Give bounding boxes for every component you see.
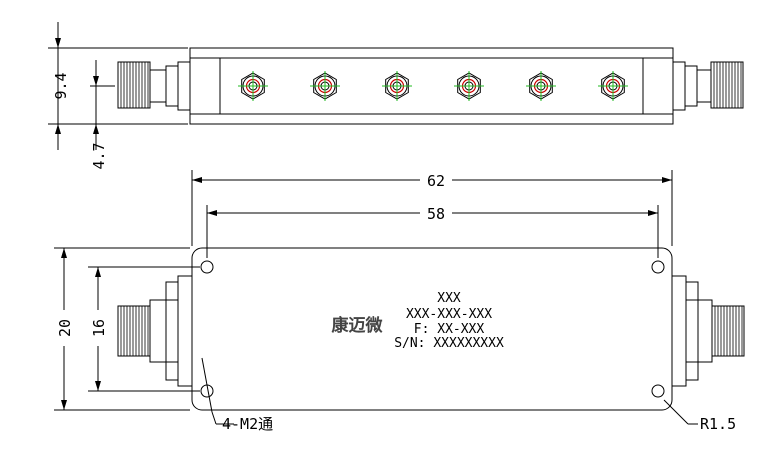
top-left-sma-connector xyxy=(117,61,191,111)
top-view-dimensions xyxy=(48,22,188,150)
dim-hole-spacing-y-label: 16 xyxy=(90,319,108,337)
product-label: 康迈微 XXX XXX-XXX-XXX F: XX-XXX S/N: XXXXX… xyxy=(332,291,504,351)
label-line-serial: S/N: XXXXXXXXX xyxy=(394,336,504,351)
front-view-dimensions xyxy=(54,170,698,425)
tuning-screw xyxy=(238,71,268,101)
label-line-frequency: F: XX-XXX xyxy=(414,322,485,337)
mount-hole-top-left xyxy=(200,260,214,274)
tuning-screw xyxy=(598,71,628,101)
front-right-sma-connector xyxy=(671,275,745,387)
label-line-part-number: XXX-XXX-XXX xyxy=(406,307,492,322)
mount-hole-note: 4-M2通 xyxy=(222,415,273,433)
dim-offset-label: 4.7 xyxy=(90,142,108,169)
tuning-screw xyxy=(526,71,556,101)
tuning-screw xyxy=(382,71,412,101)
tuning-screw xyxy=(310,71,340,101)
dim-overall-length-label: 62 xyxy=(427,172,445,190)
mount-hole-top-right xyxy=(651,260,665,274)
dim-hole-spacing-x-label: 58 xyxy=(427,205,445,223)
dim-height-label: 9.4 xyxy=(52,72,70,99)
top-right-sma-connector xyxy=(672,61,744,111)
label-line-model: XXX xyxy=(437,291,461,306)
front-view xyxy=(117,247,745,411)
brand-logo: 康迈微 xyxy=(332,315,384,336)
dim-overall-height-label: 20 xyxy=(56,319,74,337)
corner-radius-note: R1.5 xyxy=(700,415,736,433)
front-left-sma-connector xyxy=(117,275,193,387)
mount-hole-bottom-right xyxy=(651,384,665,398)
tuning-screws xyxy=(238,71,628,101)
top-view xyxy=(117,47,744,125)
tuning-screw xyxy=(454,71,484,101)
